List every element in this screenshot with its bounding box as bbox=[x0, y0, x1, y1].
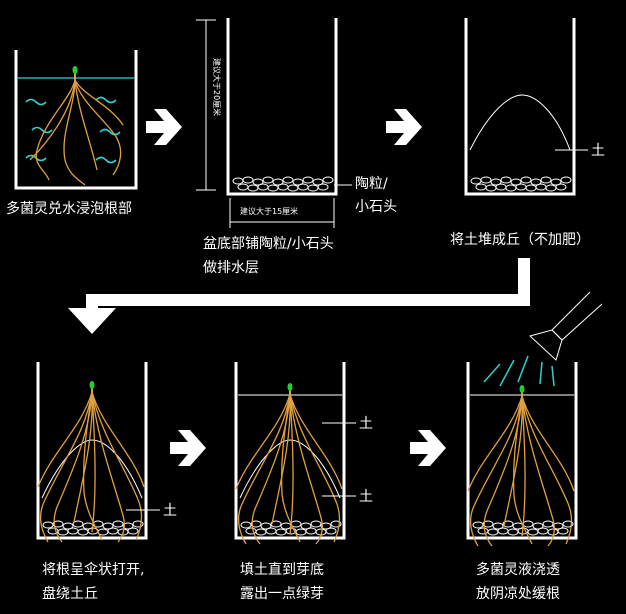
arrow-right-icon bbox=[386, 109, 422, 145]
arrow-right-icon bbox=[410, 430, 446, 466]
fill-caption-line2: 露出一点绿芽 bbox=[240, 586, 324, 602]
arrow-right-icon bbox=[170, 430, 206, 466]
depth-note: 建议大于20厘米 bbox=[212, 58, 222, 116]
water-caption-line2: 放阴凉处缓根 bbox=[476, 586, 560, 602]
mound-pot bbox=[464, 18, 576, 196]
spread-pot bbox=[36, 362, 148, 540]
water-caption-line1: 多菌灵液浇透 bbox=[476, 561, 560, 578]
soaking-roots bbox=[29, 79, 124, 186]
sprout-icon bbox=[72, 66, 78, 74]
fill-caption-line1: 填土直到芽底 bbox=[240, 561, 324, 578]
sprout-icon bbox=[89, 381, 95, 389]
step-water: 多菌灵液浇透 放阴凉处缓根 bbox=[466, 291, 603, 602]
step-fill: 土 土 填土直到芽底 露出一点绿芽 bbox=[234, 362, 373, 602]
step-spread: 土 将根呈伞状打开, 盘绕土丘 bbox=[36, 362, 177, 602]
pebble-label-line2: 小石头 bbox=[355, 199, 397, 215]
pebble-label-line1: 陶粒/ bbox=[355, 176, 388, 192]
fill-pot bbox=[234, 362, 346, 540]
water-pot bbox=[466, 362, 578, 540]
step-soak: 多菌灵兑水浸泡根部 bbox=[6, 50, 138, 217]
sprout-icon bbox=[287, 383, 293, 391]
fill-roots bbox=[235, 393, 343, 545]
arrow-down-icon bbox=[68, 308, 116, 334]
pebble-layer bbox=[470, 176, 572, 192]
fill-soil-label-bottom: 土 bbox=[359, 489, 373, 505]
step-drainage: 建议大于20厘米 建议大于15厘米 陶粒/ 小石头 盆底部铺陶粒/小石头 做排水… bbox=[196, 18, 397, 276]
step-mound: 土 将土堆成丘（不加肥） bbox=[450, 18, 605, 248]
sprout-icon bbox=[519, 385, 525, 393]
soil-mound bbox=[239, 439, 341, 499]
drainage-pot bbox=[226, 18, 338, 196]
drainage-caption-line2: 做排水层 bbox=[203, 260, 259, 276]
mound-soil-label: 土 bbox=[591, 143, 605, 159]
water-drips-icon bbox=[483, 355, 555, 387]
arrow-right-icon bbox=[146, 109, 182, 145]
soak-caption: 多菌灵兑水浸泡根部 bbox=[6, 200, 132, 217]
connector-arrow bbox=[68, 258, 530, 334]
spread-caption-line1: 将根呈伞状打开, bbox=[42, 561, 144, 578]
fill-soil-label-top: 土 bbox=[359, 416, 373, 432]
spread-caption-line2: 盘绕土丘 bbox=[42, 585, 98, 602]
soil-mound bbox=[469, 94, 571, 151]
soak-basin bbox=[14, 50, 138, 190]
width-note: 建议大于15厘米 bbox=[240, 206, 298, 216]
soil-mound bbox=[41, 439, 143, 499]
spread-soil-label: 土 bbox=[163, 503, 177, 519]
watering-can-icon bbox=[528, 291, 603, 361]
pebble-layer bbox=[232, 176, 334, 192]
drainage-caption-line1: 盆底部铺陶粒/小石头 bbox=[203, 236, 334, 252]
spread-roots bbox=[37, 391, 145, 543]
mound-caption: 将土堆成丘（不加肥） bbox=[450, 232, 590, 248]
